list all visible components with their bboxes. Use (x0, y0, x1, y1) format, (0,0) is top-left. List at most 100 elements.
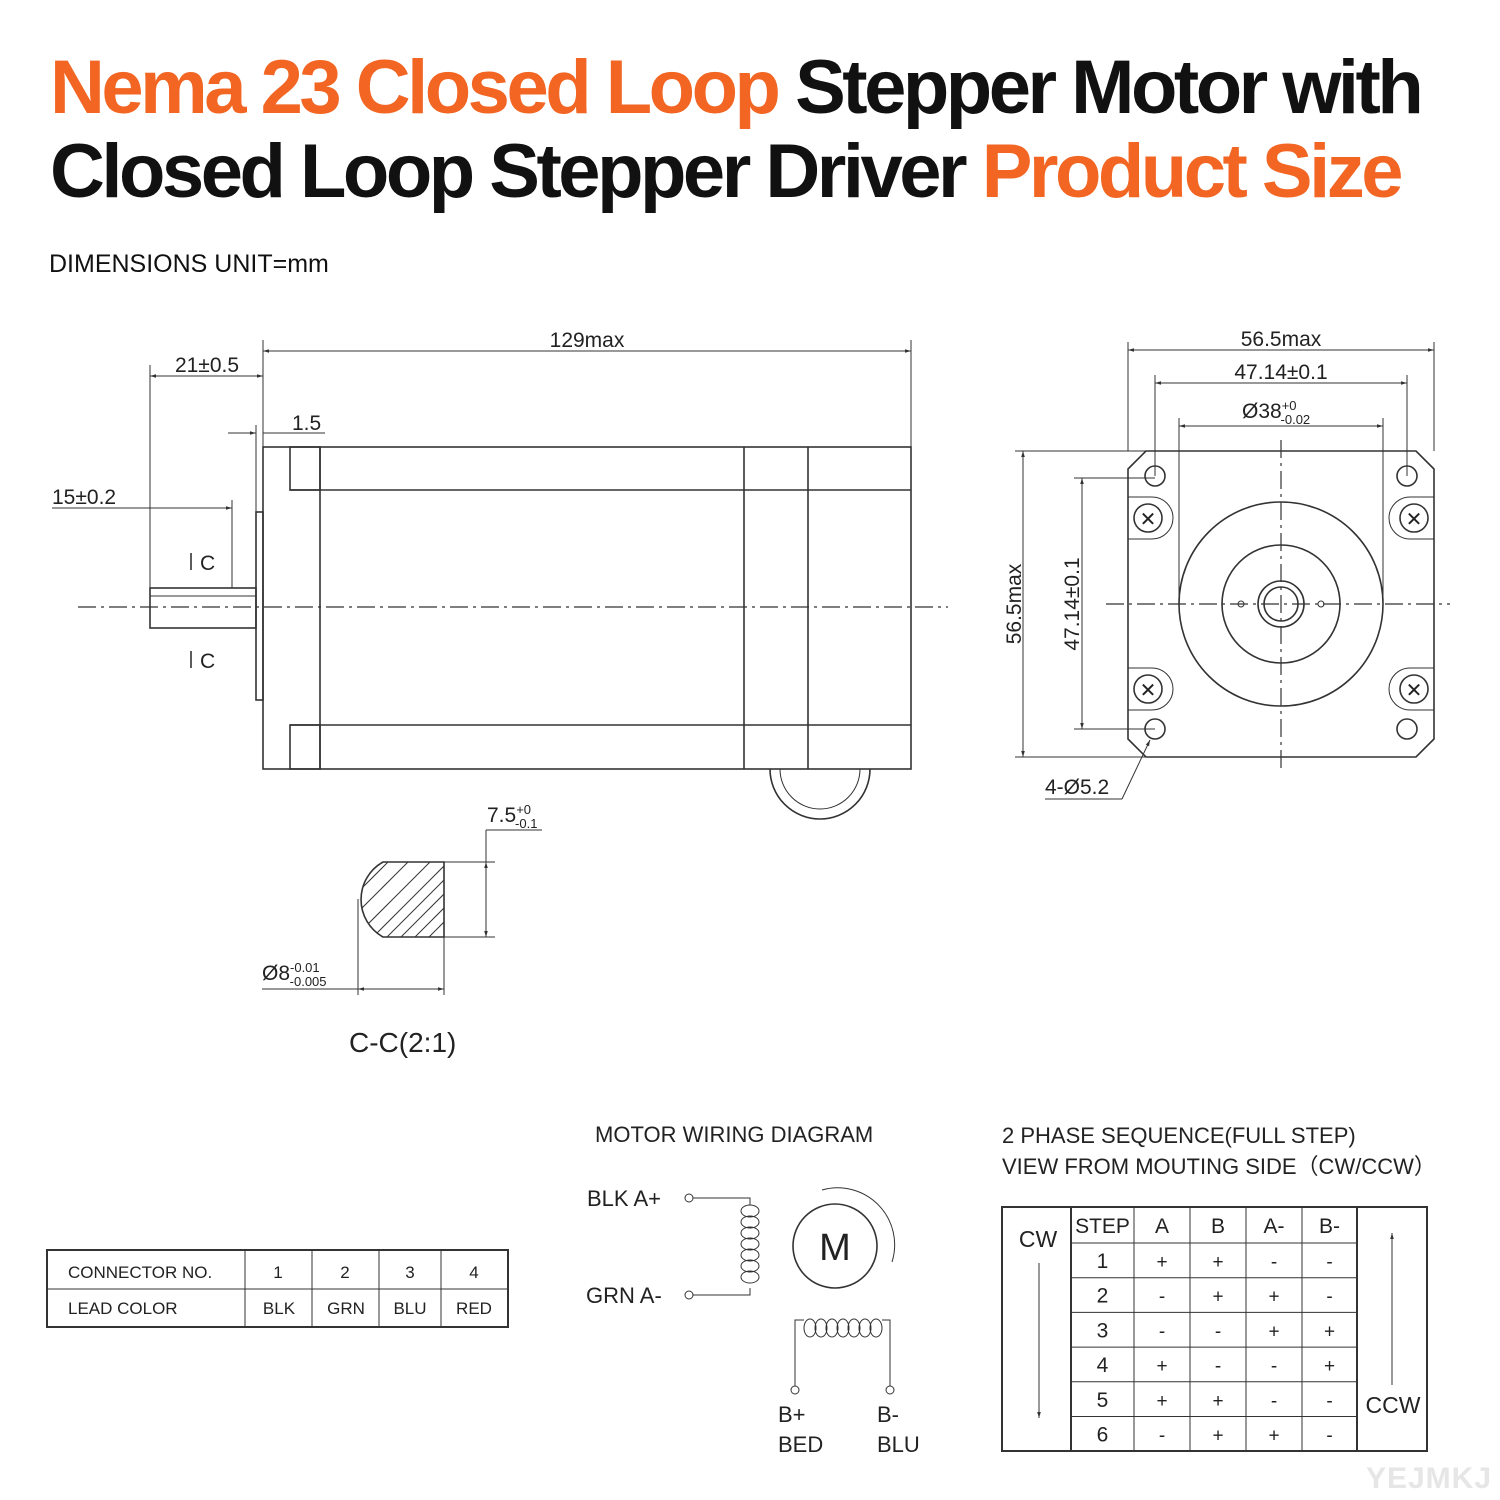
phase-cell: + (1324, 1321, 1335, 1342)
phase-step: 6 (1097, 1424, 1109, 1447)
connector-header: CONNECTOR NO. (68, 1263, 212, 1282)
connector-cell: RED (456, 1299, 492, 1318)
motor-label: M (819, 1227, 851, 1269)
side-view: 129max 21±0.5 1.5 15±0.2 C C (52, 329, 948, 820)
phase-header: STEP (1075, 1215, 1130, 1238)
label-a-plus: BLK A+ (587, 1186, 661, 1211)
watermark: YEJMKJ (1365, 1462, 1492, 1495)
lead-color-header: LEAD COLOR (68, 1299, 178, 1318)
title-accent: Nema 23 Closed Loop (50, 45, 781, 130)
section-view: 7.5+0-0.1 Ø8-0.01-0.005 C-C(2:1) (262, 802, 542, 1058)
dim-flat: 7.5+0-0.1 (487, 802, 537, 831)
phase-cell: + (1212, 1426, 1223, 1447)
connector-cell: 3 (405, 1263, 414, 1282)
dim-holes: 4-Ø5.2 (1045, 776, 1109, 799)
dim-hole-spacing: 47.14±0.1 (1234, 361, 1327, 384)
dim-shaft-length: 21±0.5 (175, 354, 239, 377)
coil-b-icon (803, 1318, 883, 1338)
phase-step: 2 (1097, 1285, 1109, 1308)
section-label: C-C(2:1) (349, 1027, 456, 1058)
connector-cell: 2 (340, 1263, 349, 1282)
phase-cell: + (1156, 1391, 1167, 1412)
phase-cell: + (1156, 1356, 1167, 1377)
phase-cell: - (1271, 1252, 1277, 1273)
label-a-minus: GRN A- (586, 1283, 662, 1308)
section-mark-top: C (200, 552, 215, 575)
phase-cell: + (1156, 1252, 1167, 1273)
section-mark-bottom: C (200, 650, 215, 673)
label-b-plus-color: BED (778, 1432, 823, 1457)
phase-cell: - (1215, 1321, 1221, 1342)
phase-cell: - (1271, 1356, 1277, 1377)
svg-text:✕: ✕ (1406, 680, 1423, 702)
title-text: Closed Loop Stepper Driver (50, 129, 982, 214)
phase-cell: + (1212, 1287, 1223, 1308)
phase-cell: + (1268, 1321, 1279, 1342)
phase-step: 1 (1097, 1250, 1109, 1273)
phase-cell: + (1268, 1426, 1279, 1447)
rotation-arc (821, 1187, 896, 1263)
phase-cell: - (1326, 1252, 1332, 1273)
dim-flange-step: 1.5 (292, 412, 321, 435)
shaft-section (360, 861, 445, 938)
phase-header: B (1211, 1215, 1225, 1238)
phase-header: A (1155, 1215, 1169, 1238)
connector-cell: GRN (327, 1299, 365, 1318)
encoder-cable-gland (769, 768, 871, 820)
motor-symbol (792, 1203, 878, 1289)
dim-hole-spacing-vertical: 47.14±0.1 (1061, 557, 1084, 650)
motor-body (262, 446, 912, 770)
svg-text:✕: ✕ (1140, 509, 1157, 531)
phase-cell: + (1324, 1356, 1335, 1377)
phase-cell: + (1212, 1252, 1223, 1273)
pilot-boss (255, 511, 264, 701)
phase-cell: - (1326, 1426, 1332, 1447)
phase-sequence: 2 PHASE SEQUENCE(FULL STEP) VIEW FROM MO… (1001, 1123, 1436, 1452)
phase-step: 5 (1097, 1389, 1109, 1412)
svg-text:✕: ✕ (1140, 680, 1157, 702)
label-b-minus-color: BLU (877, 1432, 920, 1457)
dim-width: 56.5max (1241, 328, 1322, 351)
svg-text:✕: ✕ (1406, 509, 1423, 531)
phase-cell: - (1159, 1287, 1165, 1308)
phase-cell: - (1159, 1321, 1165, 1342)
dim-length: 129max (550, 329, 625, 352)
screw-icon: ✕ ✕ ✕ ✕ (1133, 503, 1429, 704)
phase-cell: - (1326, 1287, 1332, 1308)
title-line-2: Closed Loop Stepper Driver Product Size (50, 134, 1404, 210)
phase-step: 4 (1097, 1354, 1109, 1377)
title-line-1: Nema 23 Closed Loop Stepper Motor with (50, 50, 1424, 126)
shaft (149, 587, 257, 629)
connector-cell: 4 (469, 1263, 478, 1282)
title-accent: Product Size (981, 129, 1404, 214)
cw-label: CW (1019, 1226, 1058, 1252)
connector-table: CONNECTOR NO. 1 2 3 4 LEAD COLOR BLK GRN… (46, 1249, 509, 1328)
dim-shaft-diameter: Ø8-0.01-0.005 (262, 960, 327, 989)
phase-step: 3 (1097, 1319, 1109, 1342)
front-view: ✕ ✕ ✕ ✕ 56.5max 47.14±0.1 Ø38+0-0.02 56.… (1003, 328, 1450, 800)
phase-cell: - (1326, 1391, 1332, 1412)
phase-cell: - (1215, 1356, 1221, 1377)
phase-title: 2 PHASE SEQUENCE(FULL STEP) (1002, 1123, 1356, 1148)
ccw-label: CCW (1366, 1392, 1421, 1418)
phase-cell: - (1159, 1426, 1165, 1447)
label-b-plus: B+ (778, 1402, 806, 1427)
coil-a-icon (740, 1204, 760, 1284)
phase-header: A- (1264, 1215, 1285, 1238)
connector-cell: 1 (273, 1263, 282, 1282)
phase-cell: - (1271, 1391, 1277, 1412)
flange-outline (1127, 450, 1435, 758)
wiring-diagram: MOTOR WIRING DIAGRAM BLK A+ GRN A- M B+ … (586, 1122, 920, 1457)
phase-cell: + (1268, 1287, 1279, 1308)
dim-pilot: Ø38+0-0.02 (1242, 398, 1310, 427)
phase-header: B- (1319, 1215, 1340, 1238)
dim-flat-length: 15±0.2 (52, 486, 116, 509)
wiring-title: MOTOR WIRING DIAGRAM (595, 1122, 873, 1147)
title-text: Stepper Motor with (777, 45, 1424, 130)
dim-height: 56.5max (1003, 563, 1026, 644)
connector-cell: BLU (393, 1299, 426, 1318)
units-label: DIMENSIONS UNIT=mm (49, 250, 329, 278)
phase-cell: + (1212, 1391, 1223, 1412)
label-b-minus: B- (877, 1402, 899, 1427)
